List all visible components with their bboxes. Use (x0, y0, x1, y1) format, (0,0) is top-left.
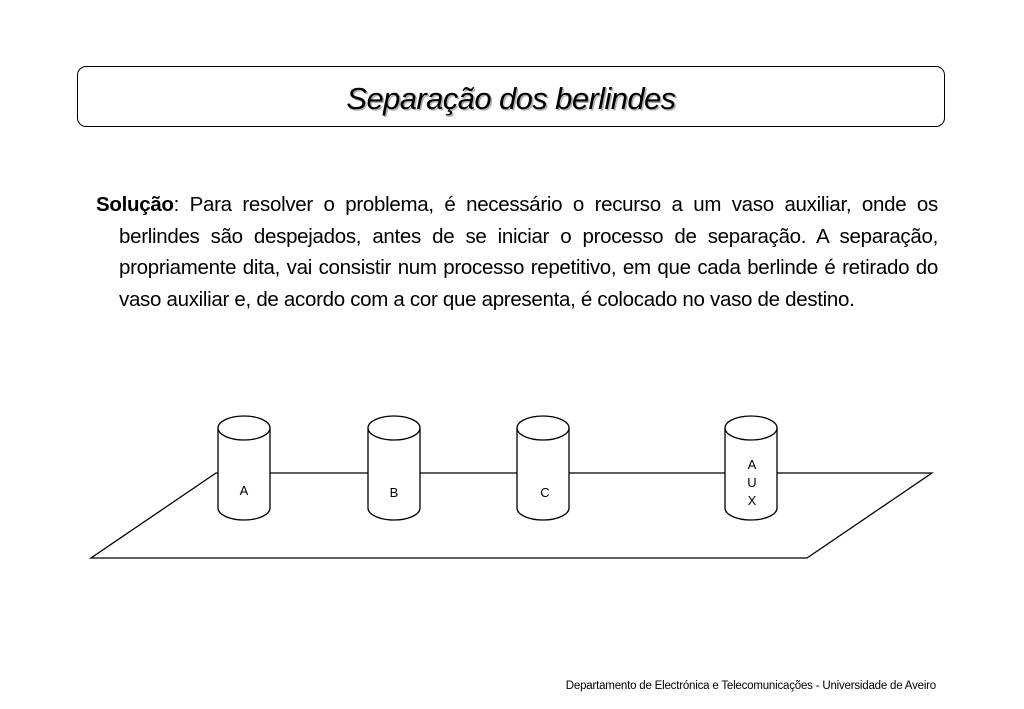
vessel-label-line: A (748, 457, 757, 472)
vessel-c: C (516, 415, 570, 521)
vessel-label-line: U (747, 475, 756, 490)
vessel-label: B (390, 485, 399, 500)
solution-label: Solução (96, 193, 174, 216)
title-box: Separação dos berlindes (77, 66, 945, 127)
vessel-aux: A U X (724, 415, 778, 521)
vessel-top (724, 415, 778, 441)
vessel-top (367, 415, 421, 441)
vessel-label: C (540, 485, 549, 500)
vessel-label-line: X (748, 493, 757, 508)
vessel-body (516, 428, 570, 521)
vessel-b: B (367, 415, 421, 521)
vessel-body (217, 428, 271, 521)
vessel-a: A (217, 415, 271, 521)
vessel-label: A (240, 483, 249, 498)
footer-text: Departamento de Electrónica e Telecomuni… (565, 680, 936, 692)
vessel-body (724, 428, 778, 521)
solution-paragraph: Solução: Para resolver o problema, é nec… (96, 189, 938, 315)
vessel-top (516, 415, 570, 441)
table-surface (88, 472, 935, 559)
slide-title: Separação dos berlindes (346, 81, 676, 116)
vessel-body (367, 428, 421, 521)
vessel-top (217, 415, 271, 441)
solution-text: : Para resolver o problema, é necessário… (119, 193, 938, 311)
